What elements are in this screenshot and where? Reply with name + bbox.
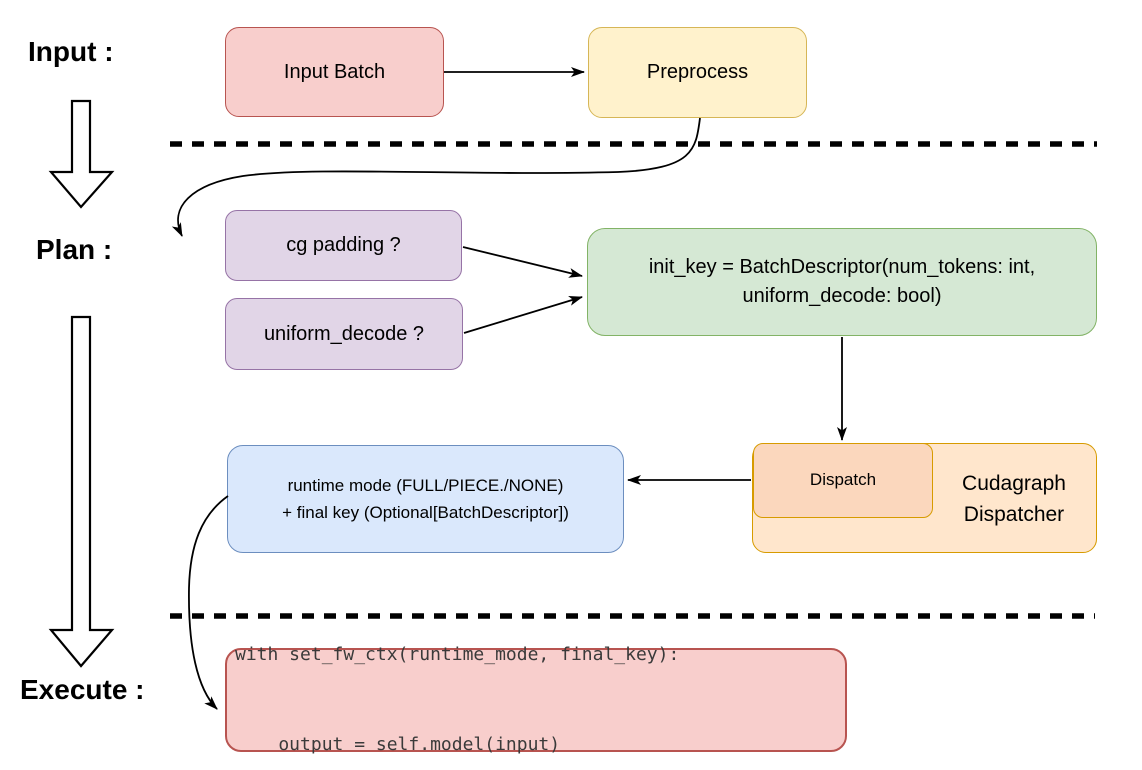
node-init-key: init_key = BatchDescriptor(num_tokens: i…: [587, 228, 1097, 336]
node-dispatch-label: Dispatch: [809, 470, 877, 490]
node-dispatch: Dispatch: [753, 443, 933, 518]
node-input-batch-label: Input Batch: [283, 60, 386, 83]
node-execute-code-line1: with set_fw_ctx(runtime_mode, final_key)…: [235, 644, 680, 665]
connector-cg-padding-to-init-key: [462, 246, 583, 278]
node-init-key-line2: uniform_decode: bool): [742, 285, 942, 307]
node-cg-padding: cg padding ?: [225, 210, 462, 281]
connector-runtime-result-to-execute-code: [188, 495, 229, 710]
stage-arrow-input-to-plan: [48, 99, 115, 209]
stage-arrow-plan-to-execute: [48, 315, 115, 668]
node-uniform-decode: uniform_decode ?: [225, 298, 463, 370]
node-preprocess-label: Preprocess: [646, 61, 749, 83]
node-input-batch: Input Batch: [225, 27, 444, 117]
stage-label-execute: Execute :: [20, 674, 145, 705]
node-runtime-result: runtime mode (FULL/PIECE./NONE) + final …: [227, 445, 624, 553]
node-init-key-line1: init_key = BatchDescriptor(num_tokens: i…: [648, 256, 1036, 278]
node-uniform-decode-label: uniform_decode ?: [263, 322, 425, 345]
node-execute-code: with set_fw_ctx(runtime_mode, final_key)…: [225, 644, 847, 755]
node-cg-padding-label: cg padding ?: [286, 234, 401, 256]
node-preprocess: Preprocess: [588, 27, 807, 118]
connector-uniform-decode-to-init-key: [463, 296, 583, 334]
node-cudagraph-dispatcher-label: Cudagraph Dispatcher: [962, 471, 1066, 527]
node-runtime-result-line2: + final key (Optional[BatchDescriptor]): [282, 503, 569, 522]
node-execute-code-line2: output = self.model(input): [235, 734, 561, 755]
stage-label-plan: Plan :: [36, 234, 113, 265]
node-runtime-result-line1: runtime mode (FULL/PIECE./NONE): [287, 475, 564, 495]
stage-label-input: Input :: [28, 36, 114, 67]
